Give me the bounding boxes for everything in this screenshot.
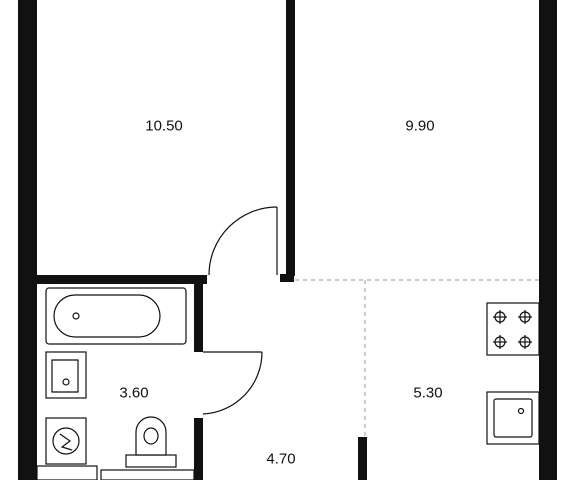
- room-area-kitchen: 5.30: [413, 384, 443, 402]
- toilet-icon: [125, 416, 177, 468]
- room-area-room-right: 9.90: [405, 117, 435, 135]
- wall-bathroom-right-lower: [194, 418, 203, 480]
- partition-wall-center: [286, 0, 295, 276]
- wall-bathroom-right-upper: [194, 284, 203, 352]
- room-area-bathroom: 3.60: [119, 384, 149, 402]
- cabinet-box: [100, 469, 195, 480]
- outer-wall-left: [18, 0, 37, 480]
- room-area-hallway: 4.70: [266, 450, 296, 468]
- storage-box: [36, 465, 98, 480]
- door-bathroom: [202, 351, 263, 415]
- wall-stub-hall: [280, 274, 294, 282]
- wall-bedroom-bottom: [37, 275, 207, 284]
- wall-stub-kitchen: [358, 437, 367, 480]
- room-area-bedroom-left: 10.50: [145, 117, 183, 135]
- sink-icon: [45, 351, 87, 399]
- washing-machine-icon: [45, 417, 87, 465]
- door-bedroom: [208, 206, 278, 276]
- bathtub-icon: [45, 287, 187, 345]
- kitchen-sink-icon: [486, 391, 540, 445]
- stove-icon: [486, 302, 540, 356]
- outer-wall-right: [539, 0, 557, 480]
